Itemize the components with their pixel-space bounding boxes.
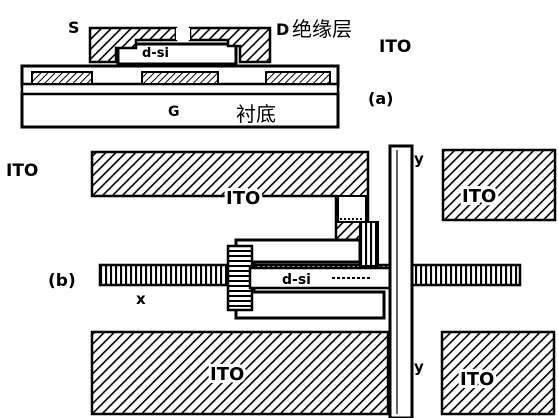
figure-b-plan-view: ITO ITO ITO ITO ITO (b) x d-si [6, 144, 557, 418]
lower-strip [20, 82, 340, 96]
insulator-label: 绝缘层 [292, 17, 352, 41]
pixel-bottom-left: ITO [90, 330, 390, 416]
tft-gate-block [226, 244, 254, 312]
channel-gap [176, 28, 190, 40]
right-ito-pad [265, 71, 331, 85]
y-line-label-top: y [414, 150, 424, 168]
ito-label-left: ITO [6, 161, 38, 181]
pixel-label-top-right: ITO [462, 186, 496, 207]
pixel-top-left: ITO [90, 150, 370, 249]
substrate-label: 衬底 [236, 102, 276, 126]
semiconductor-label-a: d-si [142, 46, 169, 61]
gate-label: G [168, 104, 180, 120]
drain-electrode [188, 26, 272, 64]
panel-b-label: (b) [48, 271, 76, 291]
semiconductor-island [116, 42, 238, 66]
pixel-label-bottom-left: ITO [210, 364, 244, 385]
tft-semiconductor [248, 266, 402, 290]
substrate-layer [20, 90, 340, 129]
x-line-label: x [136, 290, 146, 308]
y-line-label-bottom: y [414, 358, 424, 376]
drain-contact [337, 195, 367, 223]
drain-riser [359, 221, 379, 267]
pixel-label-top-left: ITO [226, 188, 260, 209]
drain-label: D [276, 20, 289, 39]
figure-a-cross-section: S D 绝缘层 ITO d-si G 衬底 (a) [20, 17, 411, 129]
pixel-top-right: ITO [441, 148, 557, 222]
ito-label-a: ITO [379, 37, 411, 57]
source-label: S [68, 18, 80, 37]
semiconductor-label-b: d-si [282, 272, 311, 288]
panel-a-label: (a) [368, 89, 393, 108]
gate-electrode [141, 71, 219, 85]
data-line-y [388, 144, 414, 418]
left-ito-pad [31, 71, 93, 85]
pixel-label-bottom-right: ITO [460, 369, 494, 390]
pixel-bottom-right: ITO [440, 330, 556, 416]
